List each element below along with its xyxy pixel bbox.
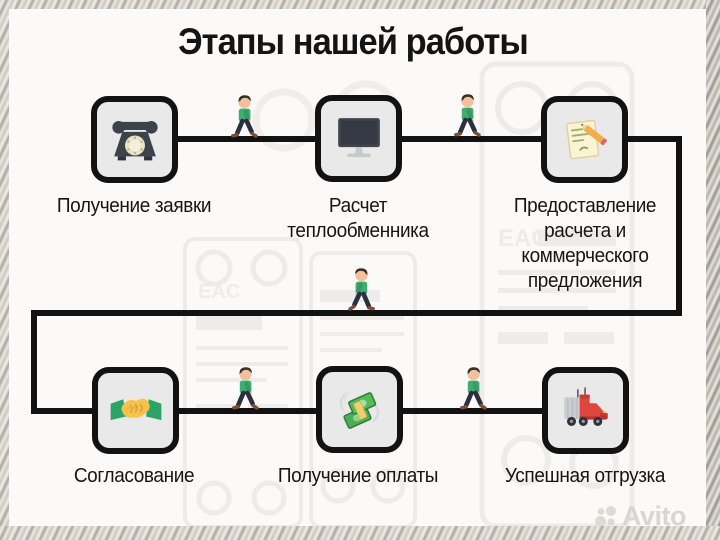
frame-band-left: [0, 0, 9, 540]
connector-line-left-vertical: [31, 310, 37, 414]
money-banknotes-icon: [339, 390, 379, 429]
frame-band-top: [0, 0, 720, 9]
step-label-shipment: Успешная отгрузка: [504, 465, 666, 487]
connector-line-middle: [31, 310, 682, 316]
walking-person-icon: [460, 367, 487, 410]
memo-with-pencil-icon: [565, 119, 607, 159]
desktop-computer-icon: [337, 117, 380, 157]
page-title: Этапы нашей работы: [178, 21, 529, 62]
handshake-icon: [110, 398, 161, 420]
step-box-approval: [92, 367, 179, 454]
step-label-approval: Согласование: [73, 465, 195, 487]
delivery-truck-icon: [563, 386, 608, 426]
connector-line-row1: [135, 136, 682, 142]
connector-line-right-vertical: [676, 136, 682, 316]
eac-mark: EAC: [498, 225, 549, 252]
step-box-payment: [316, 366, 403, 453]
step-box-proposal: [541, 96, 628, 183]
walking-person-icon: [348, 268, 375, 311]
walking-person-icon: [454, 94, 481, 137]
step-label-calculation: Расчет теплообменника: [287, 195, 429, 242]
step-label-proposal: Предоставление расчета и коммерческого п…: [513, 195, 657, 292]
eac-mark: EAC: [198, 281, 240, 303]
step-label-request: Получение заявки: [56, 195, 212, 217]
step-box-calculation: [315, 95, 402, 182]
walking-person-icon: [231, 95, 258, 138]
frame-band-right: [706, 0, 720, 540]
avito-logo-icon: [595, 505, 616, 527]
step-box-request: [91, 96, 178, 183]
rotary-phone-icon: [111, 120, 158, 160]
step-label-payment: Получение оплаты: [277, 465, 439, 487]
connector-line-row2: [31, 408, 585, 414]
walking-person-icon: [232, 367, 259, 410]
step-box-shipment: [542, 367, 629, 454]
frame-band-bottom: [0, 526, 720, 540]
